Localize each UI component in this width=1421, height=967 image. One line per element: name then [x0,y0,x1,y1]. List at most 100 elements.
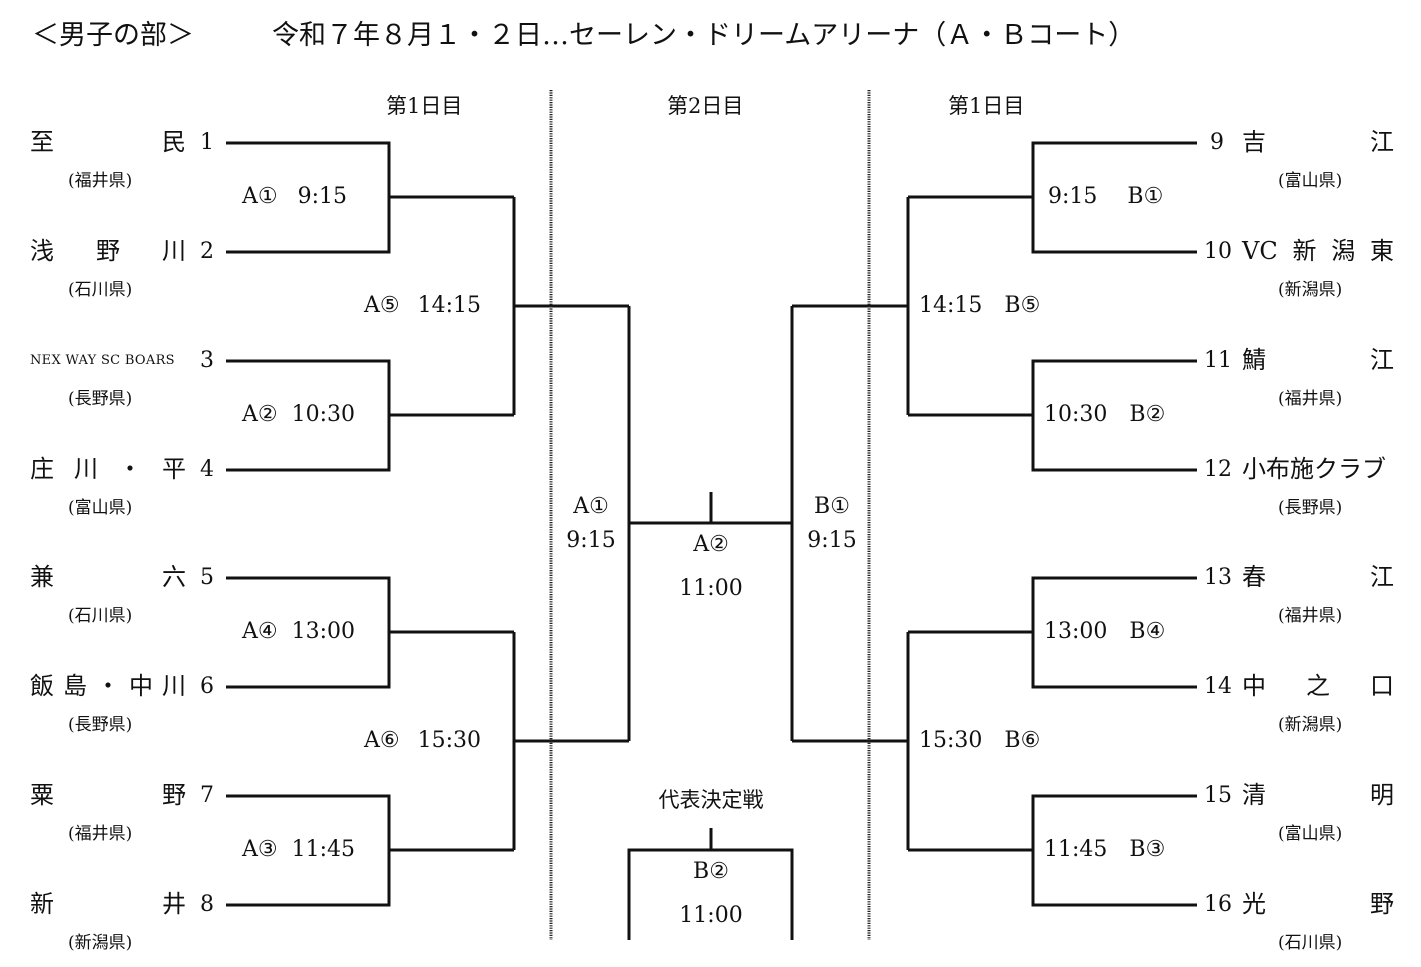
team-seed-number: 11 [1204,348,1232,373]
bracket-right-r1-4 [908,794,1197,907]
team-name: 飯島・中川 [30,674,186,698]
team-prefecture: (福井県) [68,824,133,844]
team-seed-number: 14 [1204,674,1232,699]
team-name-char: 川 [162,672,186,700]
playoff-time: 11:00 [679,903,743,928]
team-name-char: 島 [63,672,87,700]
team-name: 至民 [30,130,186,154]
team-name-char: 清 [1242,781,1266,809]
team-name-char: 野 [96,237,120,265]
team-name: 兼六 [30,565,186,589]
team-seed-number: 4 [200,457,214,482]
team-seed-number: 13 [1204,565,1232,590]
team-name-char: 江 [1370,563,1394,591]
bracket-left-r1-1 [226,141,514,254]
team-name-char: 庄 [30,455,54,483]
bracket-left-r2-1 [512,197,629,415]
team-prefecture: (福井県) [68,171,133,191]
team-seed-number: 10 [1204,239,1232,264]
semifinal-right-court: B① [814,494,850,519]
team-seed-number: 1 [200,130,214,155]
team-name-char: 飯 [30,672,54,700]
team-name-char: 六 [162,563,186,591]
bracket-left-r1-2 [226,359,514,472]
semifinal-left-court: A① [573,494,609,519]
team-seed-number: 9 [1210,130,1224,155]
semifinal-left-time: 9:15 [566,528,616,553]
team-name-char: 鯖 [1242,346,1266,374]
event-info: 令和７年８月１・２日…セーレン・ドリームアリーナ（Ａ・Ｂコート） [272,20,1136,51]
team-name: 中之口 [1242,674,1394,698]
team-name-char: ・ [118,455,142,483]
division-title: ＜男子の部＞ [32,20,194,51]
final-time: 11:00 [679,576,743,601]
team-name: 粟野 [30,783,186,807]
team-name-char: ・ [96,672,120,700]
team-name-char: 光 [1242,890,1266,918]
team-name: 清明 [1242,783,1394,807]
team-prefecture: (石川県) [68,280,133,300]
team-name-char: 粟 [30,781,54,809]
team-name: 吉江 [1242,130,1394,154]
team-name-char: 野 [1370,890,1394,918]
bracket-right-r2-1 [792,197,910,415]
team-prefecture: (福井県) [1278,389,1343,409]
team-name-char: 中 [1242,672,1266,700]
team-name-char: 新 [30,890,54,918]
bracket-left-r1-3 [226,576,514,689]
team-prefecture: (長野県) [68,389,133,409]
team-name-char: 兼 [30,563,54,591]
day-label-left: 第1日目 [386,94,463,118]
bracket-right-r1-1 [908,141,1197,254]
team-name-char: 至 [30,128,54,156]
team-name-char: 江 [1370,346,1394,374]
team-seed-number: 16 [1204,892,1232,917]
team-prefecture: (新潟県) [1278,280,1343,300]
team-name-char: 野 [162,781,186,809]
team-seed-number: 15 [1204,783,1232,808]
team-seed-number: 2 [200,239,214,264]
team-prefecture: (長野県) [1278,498,1343,518]
team-name-char: 之 [1306,672,1330,700]
bracket-left-semi [627,306,792,741]
team-name-char: 中 [129,672,153,700]
team-prefecture: (富山県) [68,498,133,518]
day-label-right: 第1日目 [948,94,1025,118]
final-court: A② [693,532,729,557]
team-name: NEX WAY SC BOARS [30,354,186,367]
bracket-right-r1-2 [908,359,1197,472]
team-seed-number: 12 [1204,457,1232,482]
team-name-char: 平 [162,455,186,483]
team-name-char: 明 [1370,781,1394,809]
team-name-text: 小布施クラブ [1242,455,1386,483]
team-name: 小布施クラブ [1242,457,1394,481]
team-seed-number: 6 [200,674,214,699]
team-name-char: VC [1242,237,1278,265]
team-prefecture: (石川県) [68,606,133,626]
team-name-char: 浅 [30,237,54,265]
team-name: 鯖江 [1242,348,1394,372]
team-name-char: 口 [1370,672,1394,700]
team-seed-number: 3 [200,348,214,373]
team-name-char: 川 [162,237,186,265]
team-prefecture: (富山県) [1278,171,1343,191]
team-prefecture: (石川県) [1278,933,1343,953]
team-name-char: 吉 [1242,128,1266,156]
bracket-playoff [627,828,794,940]
bracket-left-r2-2 [512,632,629,850]
day-label-center: 第2日目 [667,94,744,118]
playoff-label: 代表決定戦 [658,788,764,812]
playoff-court: B② [693,859,729,884]
team-prefecture: (新潟県) [1278,715,1343,735]
team-name-char: 新 [1292,237,1317,265]
team-prefecture: (富山県) [1278,824,1343,844]
